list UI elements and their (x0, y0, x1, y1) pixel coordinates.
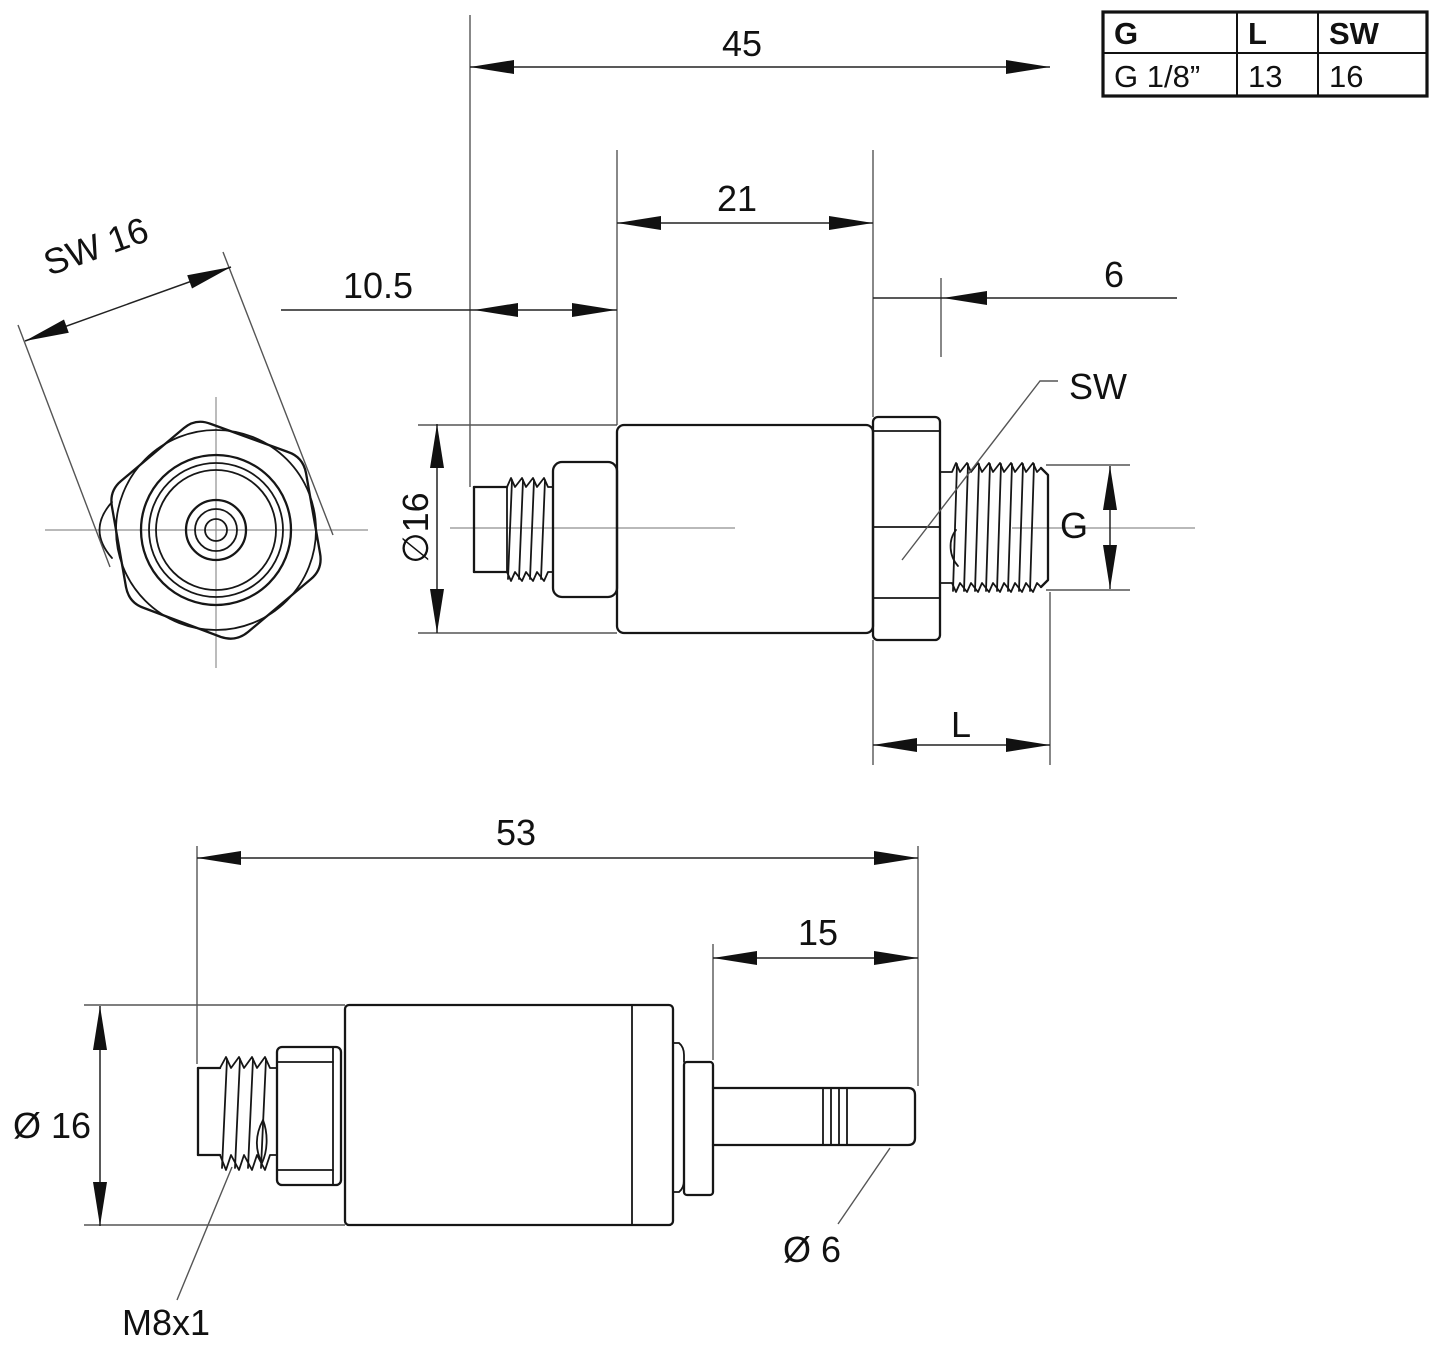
port-circle-inner (155, 469, 277, 591)
dim-dia6-label: Ø 6 (783, 1229, 841, 1270)
table-header-g: G (1114, 16, 1138, 51)
thread-runout-arc (949, 529, 959, 567)
sw-ext-left (17, 324, 111, 568)
end-cap-ring (672, 1042, 715, 1197)
bore-circle-mid (194, 508, 238, 552)
m8x1-label: M8x1 (122, 1302, 210, 1343)
spec-table: G L SW G 1/8” 13 16 (1101, 10, 1429, 98)
m8-connector-face-bottom (196, 1066, 222, 1157)
sw-label: SW (1069, 366, 1127, 407)
cable-shaft (711, 1086, 917, 1147)
main-body-bottom (343, 1003, 675, 1227)
thread-runout-bottom (255, 1119, 268, 1164)
connector-step (551, 460, 619, 599)
table-header-l: L (1248, 16, 1267, 51)
sw-ext-right (222, 251, 334, 536)
main-body (615, 423, 875, 635)
side-bump-arc (98, 501, 113, 559)
hex-nut-side (871, 415, 942, 642)
table-value-sw: 16 (1329, 59, 1363, 94)
dim-21-label: 21 (717, 178, 757, 219)
sw-leader-line (901, 380, 1058, 561)
chamfer-circle (115, 429, 317, 631)
dia6-leader (837, 1147, 891, 1225)
m8-thread (506, 477, 554, 582)
table-header-sw: SW (1329, 16, 1380, 51)
bore-circle-inner (204, 518, 228, 542)
bore-circle-outer (184, 498, 248, 562)
dim-dia16-side-label: ∅16 (395, 492, 436, 563)
m8-thread-bottom (219, 1056, 278, 1171)
table-value-l: 13 (1248, 59, 1282, 94)
sw-arrow-left (25, 319, 69, 341)
m8-connector-face (472, 485, 509, 574)
dim-45-label: 45 (722, 23, 762, 64)
port-circle-mid (148, 462, 284, 598)
m8x1-leader (176, 1166, 233, 1301)
hex-collar-bottom (275, 1045, 343, 1187)
dim-15-label: 15 (798, 912, 838, 953)
sw-arrow-right (187, 267, 231, 289)
dim-53-label: 53 (496, 812, 536, 853)
front-view: SW 16 (17, 209, 368, 668)
side-view: 45 21 10.5 6 ∅16 L (281, 15, 1195, 765)
dim-6-label: 6 (1104, 254, 1124, 295)
port-circle-outer (139, 453, 293, 607)
g-thread (939, 462, 1050, 593)
dim-dia16-bottom-label: Ø 16 (13, 1105, 91, 1146)
hex-outline (110, 420, 322, 640)
dim-10-5-label: 10.5 (343, 265, 413, 306)
dim-g-label: G (1060, 505, 1088, 546)
dim-l-label: L (951, 704, 971, 745)
table-value-g: G 1/8” (1114, 59, 1200, 94)
bottom-view: 53 15 Ø 16 Ø 6 M8x1 (13, 812, 919, 1343)
dim-sw16-label: SW 16 (38, 209, 154, 284)
